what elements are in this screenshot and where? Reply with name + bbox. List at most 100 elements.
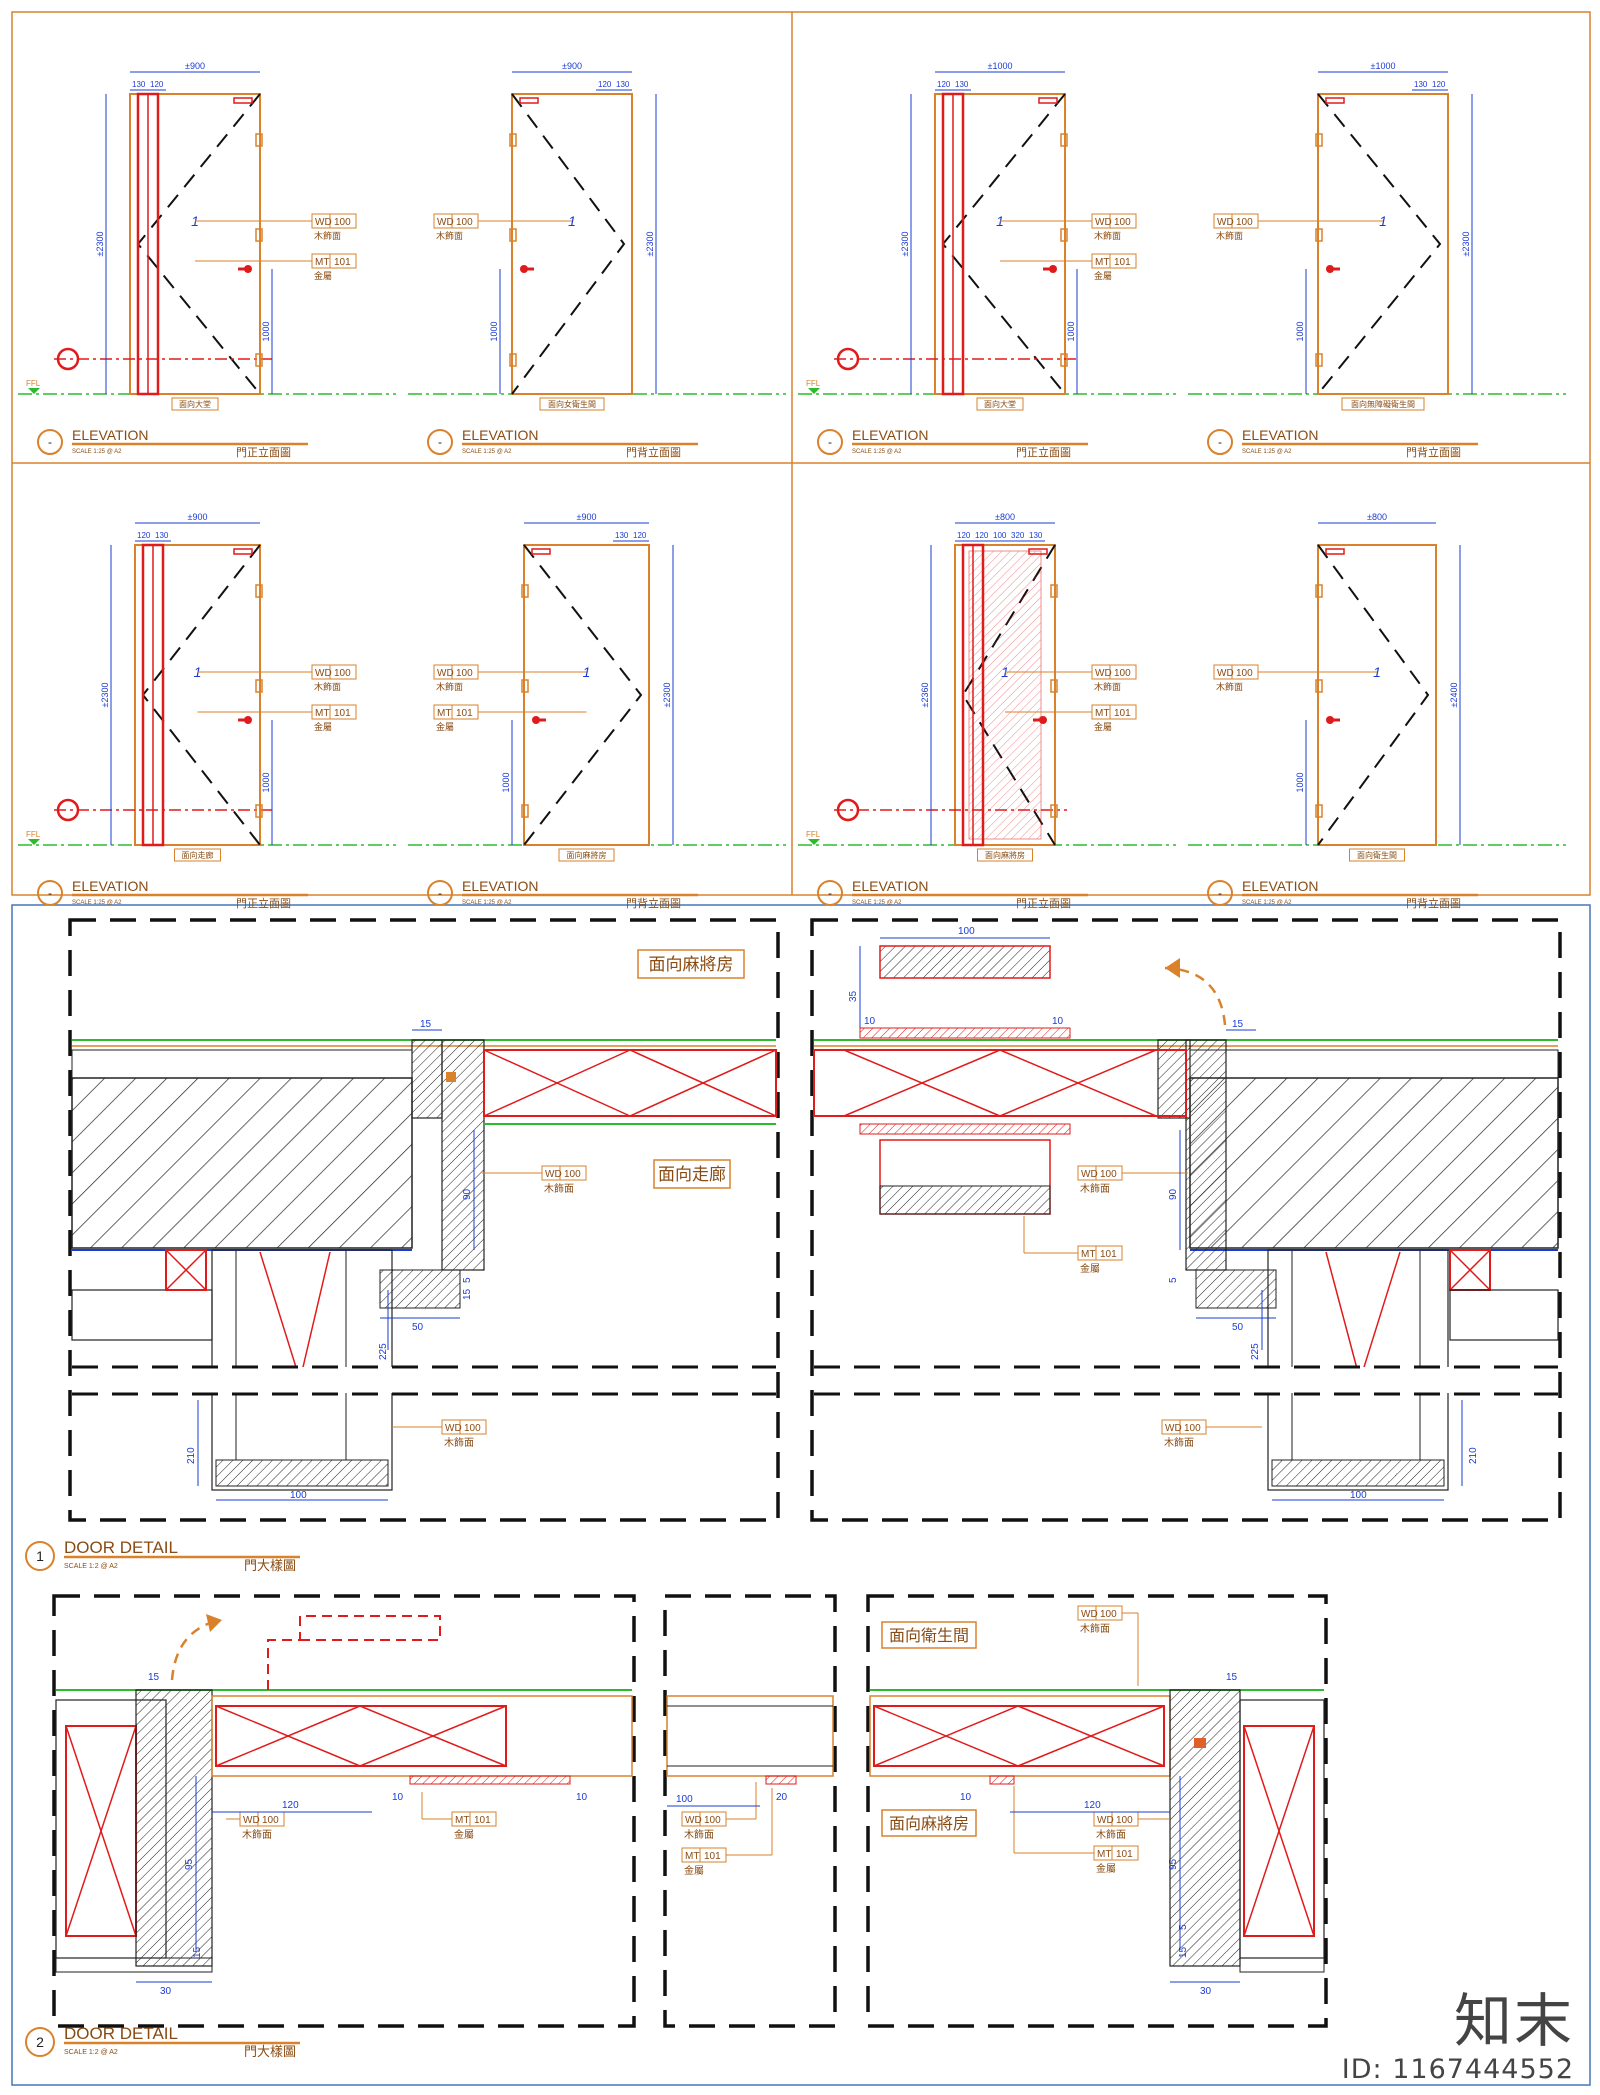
ffl-label: FFL xyxy=(806,830,821,839)
dim-label: 15 xyxy=(1178,1946,1189,1958)
dim-label: 225 xyxy=(1250,1343,1261,1360)
elevation-title: ELEVATION xyxy=(462,878,539,894)
elevation-title: ELEVATION xyxy=(1242,427,1319,443)
sub-dimension: 130 xyxy=(1029,531,1043,540)
tag-number: 101 xyxy=(334,708,351,719)
hinge-icon xyxy=(509,228,517,242)
handle-dimension: 1000 xyxy=(489,321,499,341)
detail-number: 1 xyxy=(36,1548,44,1564)
room-label-box xyxy=(1341,397,1425,411)
width-dimension: ±800 xyxy=(1367,512,1387,522)
detail1-pull-handle-top xyxy=(879,945,1051,979)
elevation-scale: SCALE 1:25 @ A2 xyxy=(72,449,122,455)
tag-desc: 金屬 xyxy=(1094,721,1112,732)
room-label-box xyxy=(558,848,615,862)
sub-dimension: 120 xyxy=(633,531,647,540)
tag-desc: 木飾面 xyxy=(436,681,463,692)
tag-number: 101 xyxy=(456,708,473,719)
detail2-handle-outline xyxy=(267,1615,441,1690)
tag-number: 100 xyxy=(1236,668,1253,679)
detail1-plate xyxy=(859,1027,1071,1039)
tag-code: WD xyxy=(437,217,454,228)
dim-label: 15 xyxy=(1232,1019,1244,1030)
elevation-marker xyxy=(427,880,453,906)
arrow-head xyxy=(1165,958,1180,978)
room-label-box xyxy=(539,397,605,411)
hinge-icon xyxy=(509,133,517,147)
hinge-icon xyxy=(255,133,263,147)
room-label-box xyxy=(1349,848,1405,862)
elevation-title: ELEVATION xyxy=(72,427,149,443)
tag-number: 100 xyxy=(1184,1423,1201,1434)
door-closer-icon xyxy=(519,97,539,104)
elevation-title: ELEVATION xyxy=(462,427,539,443)
tag-code: MT xyxy=(315,708,329,719)
hinge-icon xyxy=(255,228,263,242)
detail1-sill xyxy=(215,1459,389,1487)
dim-label: 90 xyxy=(1168,1188,1179,1200)
detail1-title-block: 1 DOOR DETAIL SCALE 1:2 @ A2 門大樣圖 xyxy=(25,1538,300,1573)
height-dimension: ±2300 xyxy=(1461,232,1471,257)
elevation-marker-label: - xyxy=(438,435,442,449)
hinge-icon xyxy=(1315,228,1323,242)
detail2-right-tag-wd-2: WD 100 木飾面 xyxy=(1093,1811,1170,1841)
detail1-right-door-leaf xyxy=(813,1049,1187,1117)
dim-label: 50 xyxy=(1232,1322,1244,1333)
door-frame xyxy=(129,93,261,395)
elevation-cn-title: 門正立面圖 xyxy=(1016,445,1071,459)
door-swing-line xyxy=(1317,544,1430,846)
tag-number: 101 xyxy=(1116,1849,1133,1860)
elevation-scale: SCALE 1:25 @ A2 xyxy=(462,449,512,455)
tag-desc: 木飾面 xyxy=(436,230,463,241)
tag-desc: 木飾面 xyxy=(1094,230,1121,241)
detail2-middle-leaf xyxy=(666,1695,834,1777)
detail2-left-leaf xyxy=(211,1695,633,1777)
detail1-left-jamb xyxy=(411,1039,443,1119)
room-label: 面向女衛生間 xyxy=(548,399,596,409)
room-label-box xyxy=(881,1809,977,1837)
detail2-right-tag-mt: MT 101 金屬 xyxy=(1013,1786,1139,1875)
sub-dimension: 130 xyxy=(132,80,146,89)
dim-label: 120 xyxy=(1084,1800,1101,1811)
width-dimension: ±900 xyxy=(188,512,208,522)
dim-label: 50 xyxy=(412,1322,424,1333)
elevation-sheet-frame xyxy=(11,11,1591,896)
tag-code: MT xyxy=(1095,257,1109,268)
dim-label: 90 xyxy=(462,1188,473,1200)
elevation-marker xyxy=(427,429,453,455)
detail2-right-viewport xyxy=(866,1594,1328,2028)
room-label-box xyxy=(976,397,1024,411)
detail2-title-block: 2 DOOR DETAIL SCALE 1:2 @ A2 門大樣圖 xyxy=(25,2024,300,2059)
door-swing-line xyxy=(1317,93,1442,395)
width-dimension: ±1000 xyxy=(1371,61,1396,71)
door-detail-1: 面向麻將房 面向走廊 WD 100 木飾面 WD 100 木飾面 WD 100 … xyxy=(25,918,1562,1573)
tag-number: 101 xyxy=(474,1815,491,1826)
detail2-plate xyxy=(409,1775,571,1785)
dim-label: 30 xyxy=(1200,1986,1212,1997)
dim-label: 100 xyxy=(958,926,975,937)
hinge-icon xyxy=(255,804,263,818)
detail1-right-viewport xyxy=(810,918,1562,1522)
room-label: 面向大堂 xyxy=(179,399,211,409)
door-closer-icon xyxy=(1325,97,1345,104)
width-dimension: ±1000 xyxy=(988,61,1013,71)
watermark-stamp: 知末 ID: 1167444552 xyxy=(1342,1989,1574,2085)
hinge-icon xyxy=(1050,584,1058,598)
room-label-box xyxy=(637,949,745,979)
door-frame xyxy=(1317,93,1449,395)
sub-dimension: 120 xyxy=(598,80,612,89)
elevation-marker-label: - xyxy=(1218,435,1222,449)
detail1-block xyxy=(165,1249,207,1291)
tag-number: 100 xyxy=(334,217,351,228)
tag-number: 101 xyxy=(1100,1249,1117,1260)
tag-desc: 木飾面 xyxy=(684,1828,714,1841)
door-closer-icon xyxy=(233,548,253,555)
door-frame xyxy=(511,93,633,395)
elevation-marker xyxy=(1207,880,1233,906)
